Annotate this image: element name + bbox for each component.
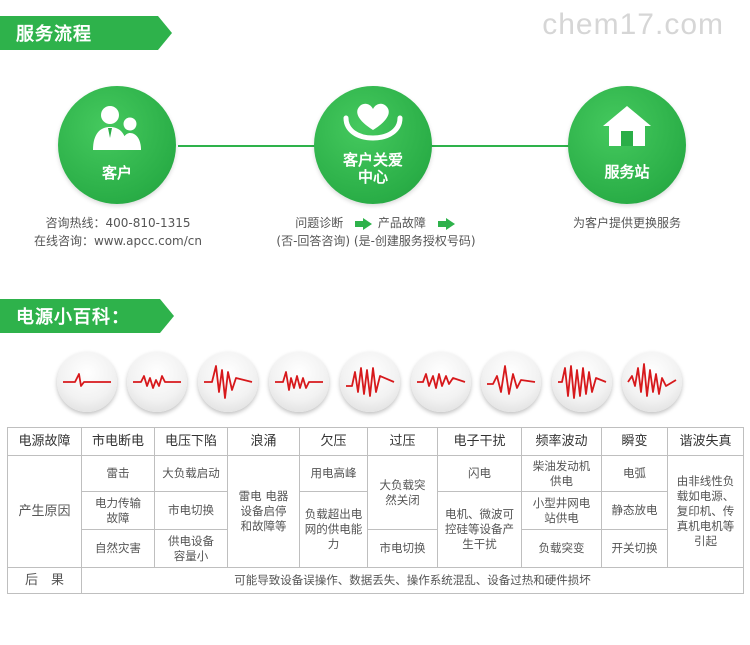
result-cell: 可能导致设备误操作、数据丢失、操作系统混乱、设备过热和硬件损坏 [81, 567, 744, 594]
connector-line [178, 145, 328, 147]
flow-step: 问题诊断 [295, 216, 344, 230]
header-cell: 电源故障 [7, 427, 82, 456]
table-cell: 开关切换 [601, 529, 668, 568]
table-cell: 自然灾害 [81, 529, 155, 568]
section-title: 电源小百科： [16, 307, 130, 328]
header-cell: 浪涌 [227, 427, 300, 456]
table-cell: 电力传输故障 [81, 491, 155, 530]
table-cell: 电弧 [601, 455, 668, 492]
table-cell: 市电切换 [154, 491, 228, 530]
noise-wave-icon [411, 352, 471, 412]
table-cell: 雷击 [81, 455, 155, 492]
table-cell: 大负载突然关闭 [367, 455, 438, 530]
table-cell: 负载超出电网的供电能力 [299, 491, 368, 568]
customer-contact: 咨询热线：400-810-1315 在线咨询：www.apcc.com/cn [20, 214, 216, 250]
table-cell: 雷电 电器设备启停 和故障等 [227, 455, 300, 568]
flow-desc: (否-回答咨询) (是-创建服务授权号码) [276, 234, 476, 248]
heart-hands-icon [343, 103, 403, 141]
step-title: 服务站 [604, 163, 650, 181]
table-cell: 市电切换 [367, 529, 438, 568]
step-care-center[interactable]: 客户关爱 中心 [314, 86, 432, 204]
step-service-station[interactable]: 服务站 [568, 86, 686, 204]
table-cell: 电机、微波可控硅等设备产生干扰 [437, 491, 522, 568]
table-cell: 大负载启动 [154, 455, 228, 492]
transient-wave-icon [552, 352, 612, 412]
header-cell: 欠压 [299, 427, 368, 456]
table-cell: 用电高峰 [299, 455, 368, 492]
row-label: 产生原因 [7, 455, 82, 568]
header-cell: 频率波动 [521, 427, 602, 456]
header-cell: 市电断电 [81, 427, 155, 456]
frequency-wave-icon [481, 352, 541, 412]
arrow-right-icon [355, 217, 373, 230]
sag-wave-icon [127, 352, 187, 412]
harmonic-wave-icon [622, 352, 682, 412]
service-text: 为客户提供更换服务 [572, 216, 681, 230]
overvoltage-wave-icon [340, 352, 400, 412]
row-label: 后 果 [7, 567, 82, 594]
table-cell: 供电设备容量小 [154, 529, 228, 568]
arrow-right-icon [437, 217, 455, 230]
house-icon [603, 106, 651, 146]
table-cell: 负载突变 [521, 529, 602, 568]
step-title: 客户关爱 [342, 151, 403, 169]
table-row: 产生原因 雷击 大负载启动 雷电 电器设备启停 和故障等 用电高峰 大负载突然关… [7, 455, 744, 568]
customer-users-icon [93, 106, 141, 150]
table-row: 后 果 可能导致设备误操作、数据丢失、操作系统混乱、设备过热和硬件损坏 [7, 567, 744, 594]
hotline-text: 咨询热线：400-810-1315 [45, 216, 191, 230]
table-header-row: 电源故障 市电断电 电压下陷 浪涌 欠压 过压 电子干扰 频率波动 瞬变 谐波失… [7, 427, 744, 456]
undervoltage-wave-icon [269, 352, 329, 412]
header-cell: 电子干扰 [437, 427, 522, 456]
table-cell: 柴油发动机供电 [521, 455, 602, 492]
table-row: 电力传输故障 市电切换 负载超出电网的供电能力 电机、微波可控硅等设备产生干扰 … [8, 491, 744, 568]
flat-dip-wave-icon [57, 352, 117, 412]
service-station-desc: 为客户提供更换服务 [530, 214, 724, 232]
power-wiki-banner: 电源小百科： [0, 299, 174, 333]
power-problems-table: 电源故障 市电断电 电压下陷 浪涌 欠压 过压 电子干扰 频率波动 瞬变 谐波失… [7, 427, 744, 594]
header-cell: 过压 [367, 427, 438, 456]
online-text: 在线咨询：www.apcc.com/cn [33, 234, 202, 248]
header-cell: 瞬变 [601, 427, 668, 456]
watermark: chem17.com [542, 8, 724, 41]
connector-line [430, 145, 580, 147]
surge-wave-icon [198, 352, 258, 412]
step-customer[interactable]: 客户 [58, 86, 176, 204]
header-cell: 电压下陷 [154, 427, 228, 456]
header-cell: 谐波失真 [667, 427, 744, 456]
step-title-line2: 中心 [357, 168, 388, 186]
flow-step: 产品故障 [377, 216, 426, 230]
service-flow-banner: 服务流程 [0, 16, 172, 50]
care-center-flow: 问题诊断 产品故障 (否-回答咨询) (是-创建服务授权号码) [262, 214, 490, 250]
table-cell: 由非线性负载如电源、复印机、传真机电机等引起 [667, 455, 744, 568]
step-title: 客户 [101, 164, 132, 182]
table-cell: 小型井网电站供电 [521, 491, 602, 530]
table-cell: 静态放电 [601, 491, 668, 530]
table-cell: 闪电 [437, 455, 522, 492]
table-row: 自然灾害 供电设备容量小 市电切换 负载突变 开关切换 [8, 529, 744, 568]
section-title: 服务流程 [16, 24, 92, 45]
